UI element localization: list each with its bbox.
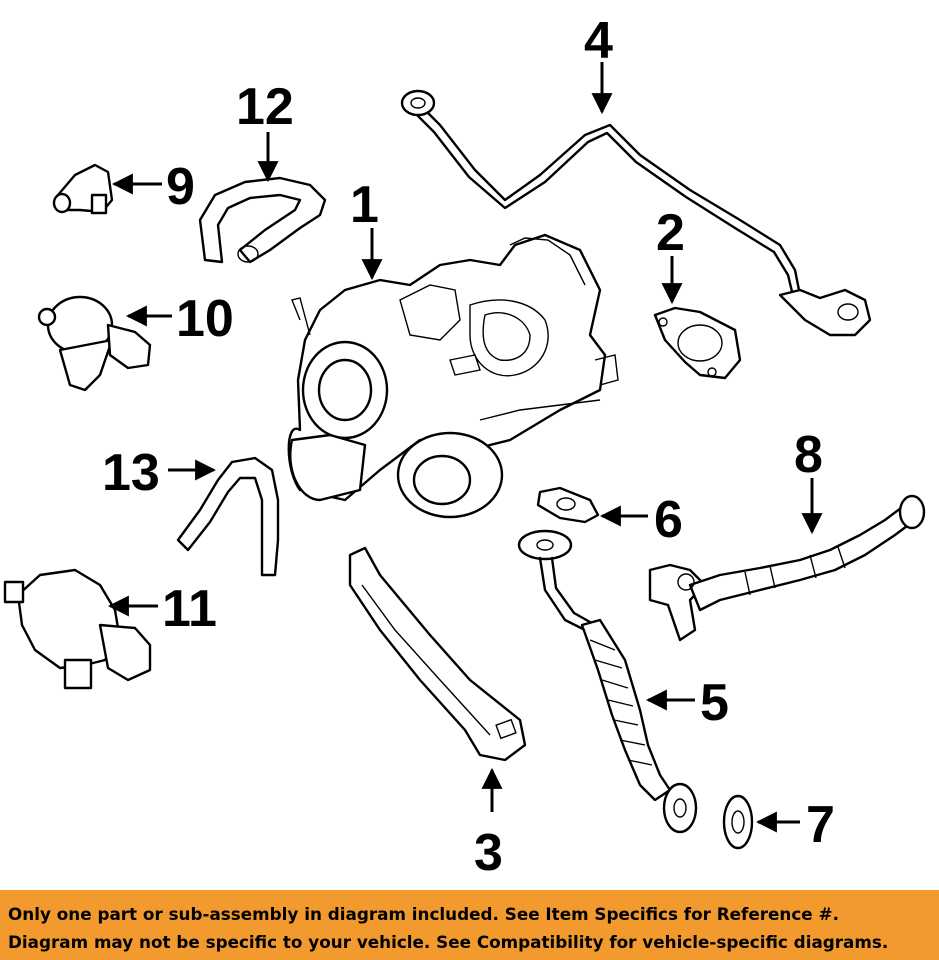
callout-11: 11 [162,580,217,638]
callout-12: 12 [236,78,294,136]
coolant-line-illustration [648,494,926,642]
callout-1: 1 [350,176,379,234]
solenoid-valve-illustration [3,568,152,690]
callout-6: 6 [654,491,683,549]
callout-4: 4 [584,12,613,70]
hose-illustration [198,176,327,264]
callout-10: 10 [176,290,234,348]
leader-lines [107,62,823,833]
bracket-illustration [348,546,527,762]
gasket-illustration [653,306,742,380]
callout-8: 8 [794,426,823,484]
valve-illustration [37,295,152,392]
oil-return-line-illustration [517,529,698,834]
callout-9: 9 [166,158,195,216]
sensor-illustration [52,163,114,215]
callout-5: 5 [700,674,729,732]
callout-13: 13 [102,444,160,502]
callout-7: 7 [806,796,835,854]
small-gasket-illustration [536,486,600,524]
disclaimer-banner: Only one part or sub-assembly in diagram… [0,890,939,960]
callout-labels: 1 2 3 4 5 6 7 8 9 10 11 12 13 [102,12,835,882]
disclaimer-line-2: Diagram may not be specific to your vehi… [8,932,889,952]
callout-2: 2 [656,204,685,262]
round-gasket-illustration [722,794,754,850]
hose-13-illustration [176,456,280,577]
parts-diagram: 1 2 3 4 5 6 7 8 9 10 11 12 13 [3,12,926,882]
turbocharger-illustration [287,233,619,519]
callout-3: 3 [474,824,503,882]
disclaimer-line-1: Only one part or sub-assembly in diagram… [8,904,839,924]
oil-feed-line-illustration [400,89,872,337]
